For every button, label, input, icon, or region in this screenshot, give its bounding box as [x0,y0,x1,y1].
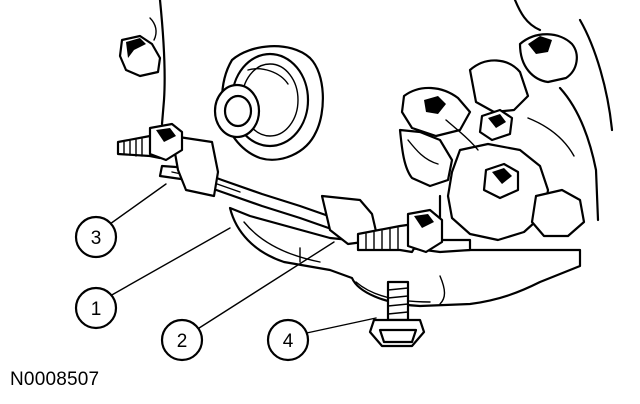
front-cover-assembly [398,0,614,252]
callout-4: 4 [266,318,310,362]
right-bracket [320,194,444,254]
figure-id-label: N0008507 [10,369,100,390]
callout-3: 3 [74,215,118,259]
callout-3-label: 3 [91,228,102,249]
callout-4-label: 4 [283,331,294,352]
callout-1-label: 1 [91,299,102,320]
callout-2-label: 2 [177,331,188,352]
left-bracket [116,122,220,198]
crankshaft-pulley [213,45,324,161]
callout-1: 1 [74,286,118,330]
engine-block [118,0,166,126]
callout-2: 2 [160,318,204,362]
oil-pan-bolt [368,280,426,348]
leader-lines [109,183,377,335]
